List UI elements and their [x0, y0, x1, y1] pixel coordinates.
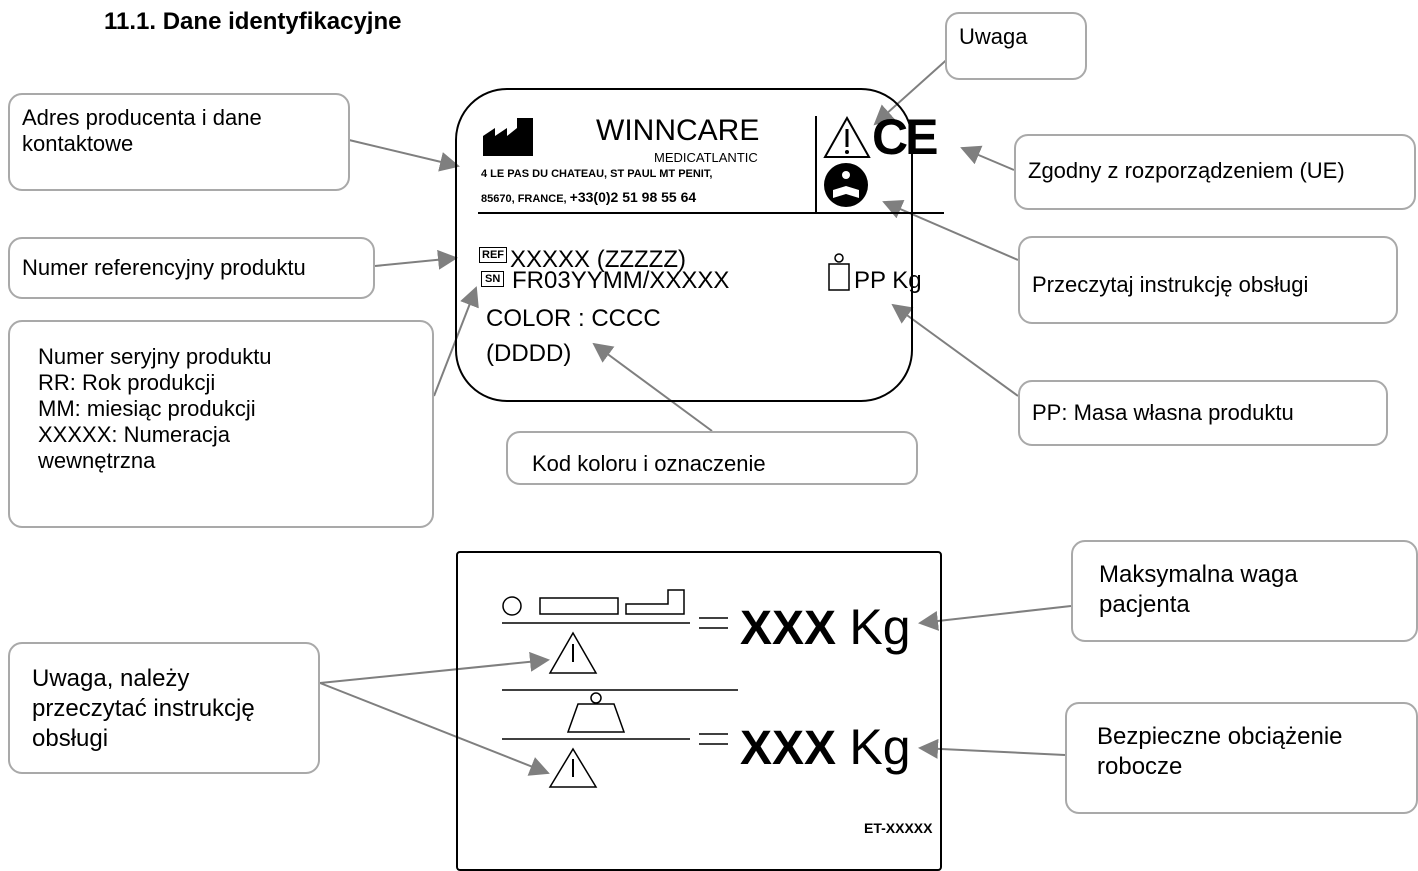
callout-uwaga-instr: Uwaga, należy przeczytać instrukcję obsł…: [8, 642, 320, 774]
address-city: 85670, FRANCE,: [481, 193, 567, 205]
arrow-maks: [918, 605, 1072, 631]
color-code: (DDDD): [486, 340, 572, 367]
warning-triangle-icon: [548, 747, 598, 788]
et-code: ET-XXXXX: [864, 820, 933, 836]
load-value: XXX: [740, 722, 837, 775]
callout-maks-waga: Maksymalna waga pacjenta: [1071, 540, 1418, 642]
warning-triangle-icon: [548, 631, 598, 674]
sn-icon: SN: [481, 271, 505, 287]
brand-name: WINNCARE: [596, 114, 760, 147]
arrow-adres: [348, 139, 460, 172]
address-phone: +33(0)2 51 98 55 64: [569, 189, 697, 205]
seryjny-line-4: XXXXX: Numeracja wewnętrzna: [38, 422, 230, 473]
sn-value: FR03YYMM/XXXXX: [512, 267, 730, 294]
callout-uwaga: Uwaga: [945, 12, 1087, 80]
warning-triangle-icon: [823, 115, 871, 158]
callout-numer-ref: Numer referencyjny produktu: [8, 237, 375, 299]
callout-seryjny: Numer seryjny produktu RR: Rok produkcji…: [8, 320, 434, 528]
load-symbols: [502, 589, 738, 788]
label-divider-horizontal: [478, 212, 944, 214]
max-load-row: XXX Kg: [740, 598, 911, 656]
arrow-zgodny: [960, 145, 1015, 171]
factory-icon: [483, 118, 533, 156]
callout-masa: PP: Masa własna produktu: [1018, 380, 1388, 446]
label-divider-vertical: [815, 116, 817, 212]
arrow-przeczytaj: [882, 199, 1019, 261]
weight-icon: [828, 253, 850, 291]
arrow-uwaga-instr-1: [319, 651, 550, 684]
seryjny-line-3: MM: miesiąc produkcji: [38, 396, 256, 421]
ce-mark-icon: CE: [872, 109, 938, 165]
read-manual-icon: [824, 163, 868, 207]
max-value: XXX: [740, 602, 837, 655]
callout-zgodny: Zgodny z rozporządzeniem (UE): [1014, 134, 1416, 210]
brand-sub: MEDICATLANTIC: [654, 150, 758, 165]
ref-icon: REF: [479, 247, 507, 263]
address-line1: 4 LE PAS DU CHATEAU, ST PAUL MT PENIT,: [481, 168, 713, 180]
section-heading: 11.1. Dane identyfikacyjne: [104, 8, 402, 35]
weight-icon: [566, 703, 626, 733]
color-line: COLOR : CCCC: [486, 305, 661, 332]
max-unit: Kg: [849, 599, 911, 655]
arrow-uwaga-instr-2: [319, 682, 550, 776]
seryjny-line-1: Numer seryjny produktu: [38, 344, 272, 369]
bed-icon: [502, 596, 522, 616]
address-line2: 85670, FRANCE, +33(0)2 51 98 55 64: [481, 189, 696, 205]
callout-kod-koloru: Kod koloru i oznaczenie: [506, 431, 918, 485]
arrow-bezpieczne: [918, 738, 1066, 759]
arrow-kod: [592, 342, 713, 432]
identification-label: [455, 88, 913, 402]
arrow-masa: [891, 303, 1019, 397]
ref-value: XXXXX (ZZZZZ): [510, 246, 686, 273]
load-unit: Kg: [849, 719, 911, 775]
callout-przeczytaj: Przeczytaj instrukcję obsługi: [1018, 236, 1398, 324]
weight-value: PP Kg: [854, 267, 922, 294]
callout-adres: Adres producenta i dane kontaktowe: [8, 93, 350, 191]
safe-load-row: XXX Kg: [740, 718, 911, 776]
arrow-ref: [374, 249, 458, 270]
seryjny-line-2: RR: Rok produkcji: [38, 370, 216, 395]
callout-bezpieczne: Bezpieczne obciążenie robocze: [1065, 702, 1418, 814]
